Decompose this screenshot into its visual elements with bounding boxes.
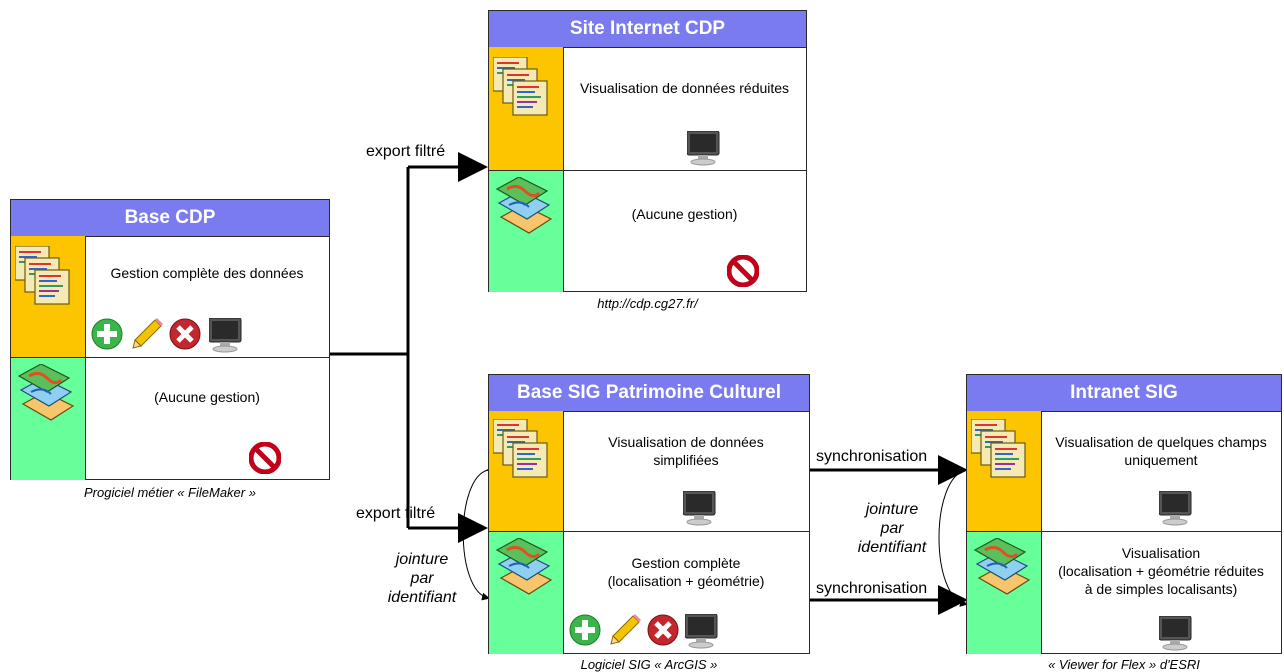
monitor-icon bbox=[687, 131, 720, 166]
row-description: Visualisation de quelques champs uniquem… bbox=[1041, 433, 1281, 469]
row-line: à de simples localisants) bbox=[1084, 581, 1238, 597]
geo-row: Gestion complète (localisation + géométr… bbox=[489, 531, 809, 654]
monitor-icon bbox=[683, 491, 716, 526]
jointure-curve-right bbox=[938, 464, 973, 607]
intranet-caption: « Viewer for Flex » d'ESRI bbox=[1048, 657, 1200, 672]
data-row: Visualisation de données réduites bbox=[489, 47, 806, 170]
add-icon bbox=[569, 614, 601, 646]
map-layers-icon bbox=[973, 538, 1031, 596]
row-line: (localisation + géométrie réduites bbox=[1058, 563, 1264, 579]
data-row: Visualisation de quelques champs uniquem… bbox=[967, 411, 1281, 531]
sync-connector bbox=[810, 455, 968, 615]
site-internet-caption: http://cdp.cg27.fr/ bbox=[597, 296, 698, 311]
monitor-icon bbox=[1159, 491, 1192, 526]
base-sig-box: Base SIG Patrimoine Culturel Visualisati… bbox=[488, 374, 810, 654]
row-line: uniquement bbox=[1124, 452, 1198, 468]
export-connector bbox=[330, 152, 488, 543]
map-layers-icon bbox=[495, 177, 553, 235]
delete-icon bbox=[647, 614, 681, 648]
map-layers-icon bbox=[495, 538, 553, 596]
add-icon bbox=[91, 318, 123, 350]
row-description: Visualisation (localisation + géométrie … bbox=[1041, 544, 1281, 598]
jointure-word: par bbox=[410, 570, 434, 587]
geo-row: (Aucune gestion) bbox=[11, 357, 329, 480]
map-layers-icon bbox=[17, 364, 75, 422]
monitor-icon bbox=[1159, 616, 1192, 651]
edit-pencil-icon bbox=[132, 318, 164, 349]
edit-pencil-icon bbox=[610, 614, 642, 645]
geo-row: Visualisation (localisation + géométrie … bbox=[967, 531, 1281, 654]
intranet-box: Intranet SIG Visualisation de quelques c… bbox=[966, 374, 1282, 654]
row-description: Visualisation de données réduites bbox=[579, 80, 790, 96]
row-line: Gestion complète bbox=[631, 555, 741, 571]
forbidden-icon bbox=[249, 442, 281, 474]
row-line: Visualisation bbox=[1121, 545, 1201, 561]
monitor-icon bbox=[209, 318, 242, 353]
row-description: (Aucune gestion) bbox=[631, 206, 738, 222]
jointure-word: identifiant bbox=[857, 539, 927, 556]
box-title: Site Internet CDP bbox=[489, 11, 806, 48]
site-internet-box: Site Internet CDP Visualisation de donné… bbox=[488, 10, 807, 292]
export-label-top: export filtré bbox=[366, 143, 446, 160]
delete-icon bbox=[169, 318, 203, 352]
box-title: Intranet SIG bbox=[967, 375, 1281, 412]
data-row-icon-cell bbox=[489, 47, 564, 170]
row-line: Visualisation de données bbox=[608, 434, 764, 450]
base-cdp-box: Base CDP Gestion complète des données (A… bbox=[10, 199, 330, 480]
documents-icon bbox=[493, 57, 548, 116]
row-description: Gestion complète des données bbox=[110, 265, 304, 281]
geo-row-icon-cell bbox=[967, 532, 1042, 654]
jointure-label-left: jointure par identifiant bbox=[372, 550, 472, 607]
base-cdp-caption: Progiciel métier « FileMaker » bbox=[84, 485, 256, 500]
row-description: (Aucune gestion) bbox=[154, 389, 260, 405]
sync-label-top: synchronisation bbox=[816, 448, 928, 465]
sync-label-bottom: synchronisation bbox=[816, 580, 928, 597]
row-description: Visualisation de données simplifiées bbox=[563, 433, 809, 469]
export-label-bottom: export filtré bbox=[356, 505, 436, 522]
jointure-word: par bbox=[880, 520, 904, 537]
row-line: simplifiées bbox=[653, 452, 719, 468]
box-title: Base CDP bbox=[11, 200, 329, 237]
documents-icon bbox=[493, 419, 548, 478]
geo-row-icon-cell bbox=[11, 358, 86, 480]
documents-icon bbox=[971, 419, 1026, 478]
geo-row-icon-cell bbox=[489, 532, 564, 654]
monitor-icon bbox=[685, 614, 718, 649]
base-sig-caption: Logiciel SIG « ArcGIS » bbox=[580, 657, 718, 672]
jointure-curve-left bbox=[462, 464, 495, 601]
forbidden-icon bbox=[727, 255, 759, 287]
jointure-word: identifiant bbox=[387, 589, 457, 606]
row-line: (localisation + géométrie) bbox=[607, 573, 765, 589]
data-row: Gestion complète des données bbox=[11, 236, 329, 357]
documents-icon bbox=[15, 246, 70, 305]
jointure-word: jointure bbox=[865, 501, 919, 518]
geo-row: (Aucune gestion) bbox=[489, 170, 806, 292]
geo-row-icon-cell bbox=[489, 171, 564, 292]
data-row: Visualisation de données simplifiées bbox=[489, 411, 809, 531]
row-description: Gestion complète (localisation + géométr… bbox=[563, 554, 809, 590]
row-line: Visualisation de quelques champs bbox=[1055, 434, 1267, 450]
jointure-word: jointure bbox=[395, 551, 449, 568]
data-row-icon-cell bbox=[967, 411, 1042, 531]
data-row-icon-cell bbox=[489, 411, 564, 531]
jointure-label-right: jointure par identifiant bbox=[842, 500, 942, 557]
box-title: Base SIG Patrimoine Culturel bbox=[489, 375, 809, 412]
data-row-icon-cell bbox=[11, 236, 86, 357]
